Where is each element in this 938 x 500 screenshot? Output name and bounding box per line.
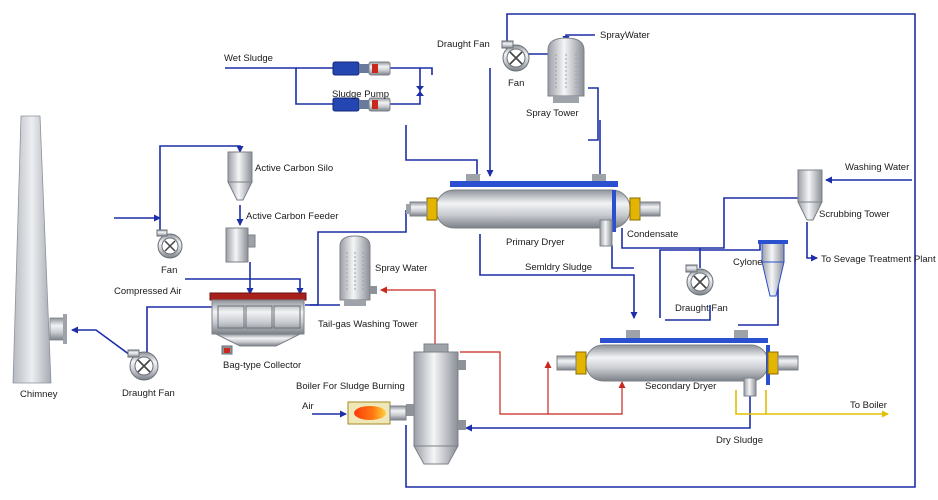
wet-sludge-pipe	[225, 67, 333, 105]
primary-dryer-label: Primary Dryer	[506, 237, 565, 248]
secondary-dryer-label: Secondary Dryer	[645, 381, 716, 392]
fan-left-icon	[156, 229, 183, 259]
compressed-air-label: Compressed Air	[114, 286, 182, 297]
secondary-dryer	[556, 330, 799, 397]
blue-pipe-network	[71, 13, 916, 488]
primary-discharge	[611, 245, 634, 269]
to-boiler-pipe	[735, 390, 889, 418]
to-sewage-label: To Sevage Treatment Plant	[821, 254, 936, 265]
pump-to-dryer-a	[420, 67, 433, 75]
hot-gas-to-secondary-b	[548, 381, 626, 415]
active-carbon-feeder	[225, 227, 256, 263]
valve-icon	[416, 86, 424, 96]
labels: Wet Sludge Sludge Pump Draught Fan Fan S…	[20, 30, 936, 446]
sludge-pump-lower	[332, 97, 391, 112]
carbon-silo-feed	[159, 145, 244, 218]
condensate-label: Condensate	[627, 229, 678, 240]
fan-left-label: Fan	[161, 265, 177, 276]
draught-fan-left-label: Draught Fan	[122, 388, 175, 399]
tail-gas-washing-tower	[339, 235, 377, 306]
spray-tower	[547, 37, 585, 103]
to-boiler-label: To Boiler	[850, 400, 887, 411]
cylone-label: Cylone	[733, 257, 763, 268]
spray-tower-recirc	[588, 87, 599, 141]
to-sewage-pipe	[806, 222, 818, 262]
cyclone	[758, 240, 788, 297]
bag-collector-label: Bag-type Collector	[223, 360, 301, 371]
dry-sludge-return	[465, 395, 751, 432]
bag-type-collector	[209, 292, 307, 355]
sludge-feed-pipe	[405, 125, 481, 181]
dry-sludge-label: Dry Sludge	[716, 435, 763, 446]
draught-fan-mid-icon	[685, 264, 714, 296]
cyclone-link	[659, 244, 761, 318]
wet-sludge-label: Wet Sludge	[224, 53, 273, 64]
semidry-sludge-label: Semldry Sludge	[525, 262, 592, 273]
semidry-sludge-pipe	[479, 234, 638, 319]
primary-dryer	[406, 174, 661, 247]
hot-gas-to-secondary-a	[460, 351, 552, 415]
draught-fan-mid-label: Draught Fan	[675, 303, 728, 314]
chimney-label: Chimney	[20, 389, 58, 400]
spray-water-top-label: SprayWater	[600, 30, 650, 41]
tower-to-dryer	[352, 210, 407, 233]
fan-top-icon	[501, 40, 530, 72]
boiler-for-sludge-burning	[406, 343, 466, 465]
fan-top-label: Fan	[508, 78, 524, 89]
boiler-burning-label: Boiler For Sludge Burning	[296, 381, 405, 392]
fan-to-chimney	[71, 326, 131, 356]
tail-gas-tower-label: Tail-gas Washing Tower	[318, 319, 418, 330]
chimney	[12, 115, 67, 384]
draught-fan-left-icon	[127, 349, 159, 381]
top-return-pipe	[405, 13, 916, 488]
burner	[347, 401, 407, 425]
air-label: Air	[302, 401, 314, 412]
washing-water-label: Washing Water	[845, 162, 909, 173]
active-carbon-feeder-label: Active Carbon Feeder	[246, 211, 338, 222]
spray-tower-label: Spray Tower	[526, 108, 579, 119]
hot-gas-to-tower	[380, 286, 436, 352]
pump-discharge-pipe	[390, 67, 421, 105]
hot-gas-pipes	[380, 286, 626, 415]
draught-fan-top-label: Draught Fan	[437, 39, 490, 50]
active-carbon-silo-label: Active Carbon Silo	[255, 163, 333, 174]
sludge-pump-upper	[332, 61, 391, 76]
fan-mid-down	[665, 305, 711, 321]
compressed-air-pipe	[185, 278, 304, 295]
collector-to-fan	[146, 306, 213, 354]
scrubbing-tower	[797, 169, 823, 221]
active-carbon-silo	[227, 151, 253, 201]
condensate-pipe	[621, 197, 798, 249]
spray-water-mid-label: Spray Water	[375, 263, 427, 274]
scrubbing-tower-label: Scrubbing Tower	[819, 209, 890, 220]
sludge-pump-label: Sludge Pump	[332, 89, 389, 100]
dry-sludge-pipes	[735, 390, 889, 418]
